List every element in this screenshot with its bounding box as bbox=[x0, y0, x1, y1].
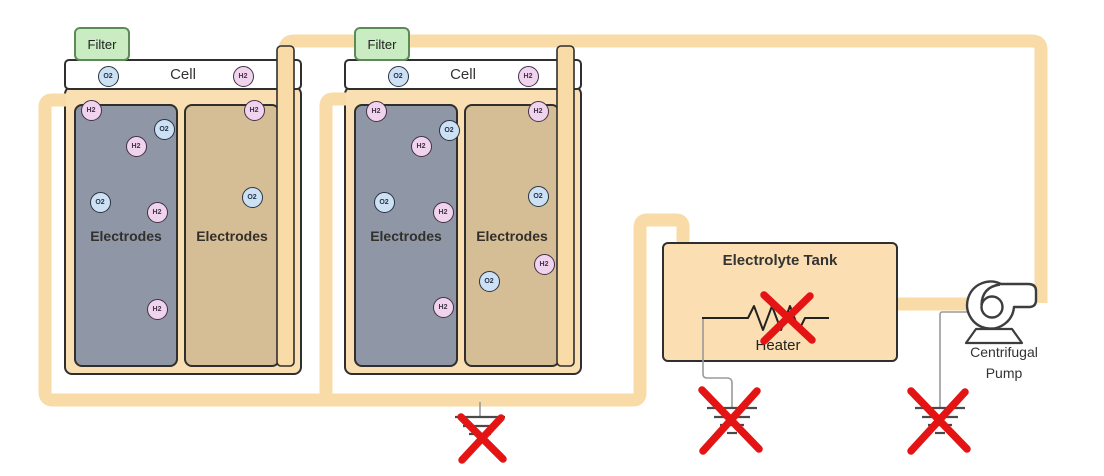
electrode-label: Electrodes bbox=[370, 227, 442, 244]
error-x-ground-cell2 bbox=[457, 413, 507, 464]
pump-label-line1: Centrifugal bbox=[970, 344, 1038, 360]
pipe-cell2-drain bbox=[319, 92, 346, 399]
cell-header[interactable]: Cell bbox=[344, 59, 582, 90]
tank-title: Electrolyte Tank bbox=[722, 252, 838, 269]
wire-heater-to-ground bbox=[702, 319, 733, 407]
filter-label: Filter bbox=[367, 36, 397, 52]
electrode-label: Electrodes bbox=[476, 227, 548, 244]
pump-label-line2: Pump bbox=[985, 365, 1023, 381]
electrode-label: Electrodes bbox=[196, 227, 268, 244]
error-x-ground-pump bbox=[907, 387, 971, 455]
cell1-feed-channel bbox=[276, 45, 295, 367]
error-x-heater bbox=[760, 291, 816, 345]
electrode-label: Electrodes bbox=[90, 227, 162, 244]
pump-label: Centrifugal Pump bbox=[954, 342, 1054, 384]
filter-label: Filter bbox=[87, 36, 117, 52]
electrode-panel-left[interactable]: Electrodes bbox=[354, 104, 458, 367]
cell-label: Cell bbox=[170, 66, 196, 83]
wire-pump-to-ground bbox=[939, 311, 968, 407]
cell-label: Cell bbox=[450, 66, 476, 83]
filter-box[interactable]: Filter bbox=[74, 27, 130, 61]
heater-resistor-icon[interactable] bbox=[702, 305, 829, 331]
pipe-drain-loop bbox=[38, 93, 690, 407]
filter-box[interactable]: Filter bbox=[354, 27, 410, 61]
cell2-feed-channel bbox=[556, 45, 575, 367]
electrode-panel-right[interactable]: Electrodes bbox=[464, 104, 560, 367]
centrifugal-pump-icon[interactable] bbox=[964, 280, 1038, 345]
electrolyte-tank[interactable]: Electrolyte Tank bbox=[662, 242, 898, 362]
error-x-ground-tank bbox=[698, 386, 763, 455]
